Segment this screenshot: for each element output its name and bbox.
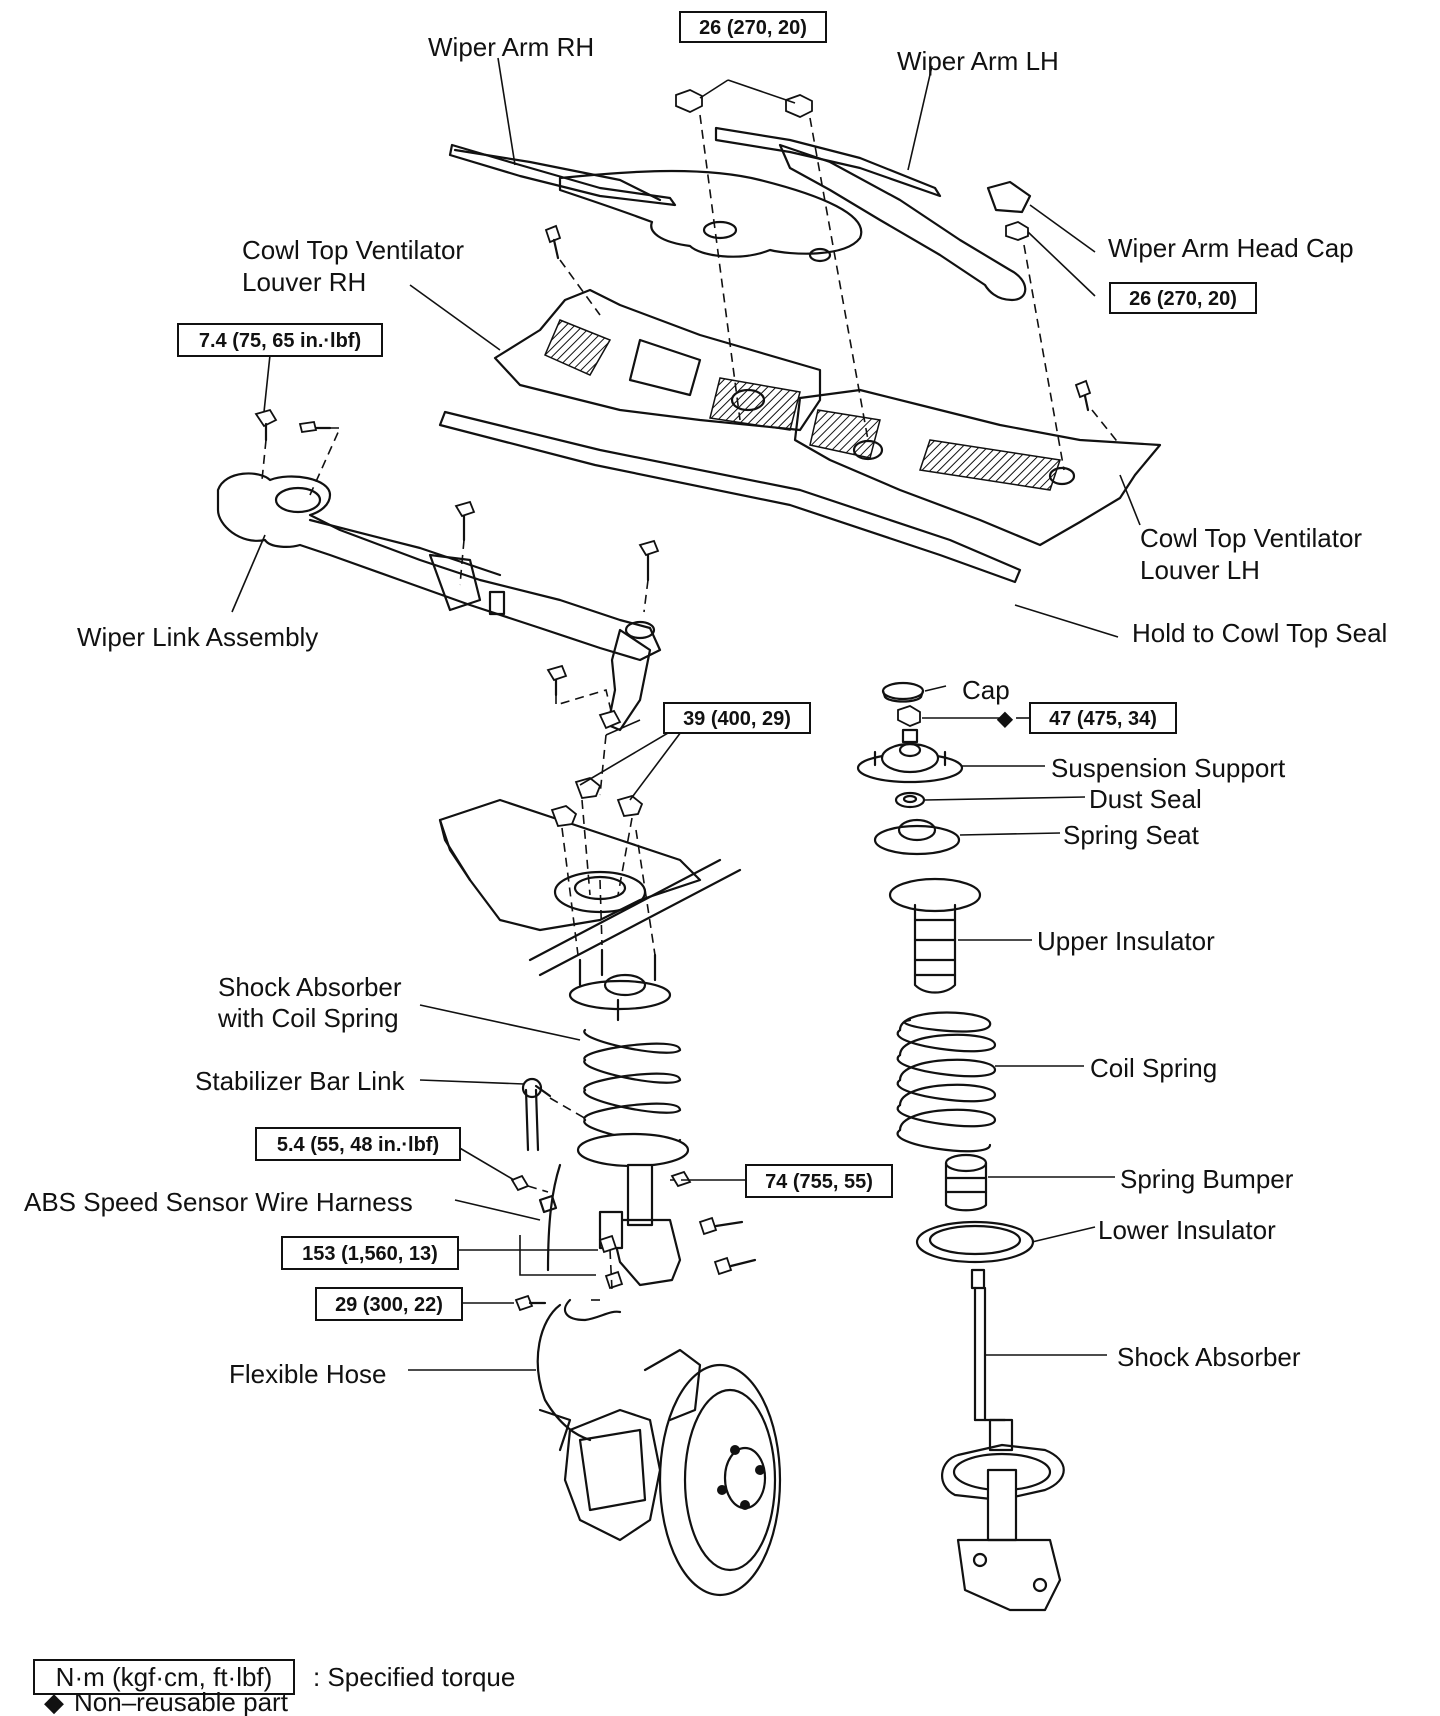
lower-insulator xyxy=(915,1220,1035,1264)
svg-text:39 (400, 29): 39 (400, 29) xyxy=(683,708,791,730)
svg-text:47 (475, 34): 47 (475, 34) xyxy=(1049,708,1157,730)
label-spring-seat: Spring Seat xyxy=(1063,820,1200,850)
legend-nonreusable-text: Non–reusable part xyxy=(74,1687,289,1716)
cowl-top-ventilator-louver-rh xyxy=(493,288,822,432)
cap xyxy=(881,681,925,703)
label-cowl-lh-line1: Cowl Top Ventilator xyxy=(1140,523,1362,553)
spring-seat xyxy=(873,818,961,856)
stabilizer-bar-link xyxy=(521,1077,552,1152)
hold-to-cowl-top-seal xyxy=(438,410,1022,584)
wiper-arm-head-cap xyxy=(986,180,1032,214)
label-hold-to-cowl-top-seal: Hold to Cowl Top Seal xyxy=(1132,618,1387,648)
label-coil-spring: Coil Spring xyxy=(1090,1053,1217,1083)
legend-torque-desc: : Specified torque xyxy=(313,1662,515,1692)
steering-knuckle-brake-assembly xyxy=(538,1348,782,1597)
legend: N·m (kgf·cm, ft·lbf) : Specified torque … xyxy=(33,1659,515,1716)
label-flexible-hose: Flexible Hose xyxy=(229,1359,387,1389)
fasteners xyxy=(254,89,1092,1312)
label-shock-coil-line2: with Coil Spring xyxy=(217,1003,399,1033)
torque-wiper-link-bolt: 7.4 (75, 65 in.·lbf) xyxy=(177,323,383,357)
install-dashed-lines xyxy=(261,114,1121,1301)
label-spring-bumper: Spring Bumper xyxy=(1120,1164,1294,1194)
torque-knuckle-bolts: 153 (1,560, 13) xyxy=(281,1236,459,1270)
svg-text:153 (1,560, 13): 153 (1,560, 13) xyxy=(302,1243,438,1265)
torque-stabilizer-link-nut: 74 (755, 55) xyxy=(745,1164,893,1198)
label-lower-insulator: Lower Insulator xyxy=(1098,1215,1276,1245)
label-wiper-link-assembly: Wiper Link Assembly xyxy=(77,622,318,652)
legend-torque-box xyxy=(33,1659,295,1695)
wiper-link-assembly xyxy=(216,472,662,732)
coil-spring xyxy=(896,1011,997,1153)
label-suspension-support: Suspension Support xyxy=(1051,753,1286,783)
label-cowl-lh-line2: Louver LH xyxy=(1140,555,1260,585)
label-stabilizer-bar-link: Stabilizer Bar Link xyxy=(195,1066,406,1096)
label-wiper-arm-lh: Wiper Arm LH xyxy=(897,46,1059,76)
svg-text:26 (270, 20): 26 (270, 20) xyxy=(699,17,807,39)
wiper-arm-rh xyxy=(448,143,863,263)
torque-hose-bolt: 29 (300, 22) xyxy=(315,1287,463,1321)
cowl-top-ventilator-louver-lh xyxy=(793,388,1162,547)
label-wiper-arm-head-cap: Wiper Arm Head Cap xyxy=(1108,233,1354,263)
label-cap: Cap xyxy=(962,675,1010,705)
shock-absorber xyxy=(941,1268,1065,1612)
label-wiper-arm-rh: Wiper Arm RH xyxy=(428,32,594,62)
torque-harness-bolt: 5.4 (55, 48 in.·lbf) xyxy=(255,1127,461,1161)
label-shock-absorber: Shock Absorber xyxy=(1117,1342,1301,1372)
label-shock-coil-line1: Shock Absorber xyxy=(218,972,402,1002)
svg-text:74 (755, 55): 74 (755, 55) xyxy=(765,1171,873,1193)
label-cowl-rh-line2: Louver RH xyxy=(242,267,366,297)
dust-seal xyxy=(894,791,926,809)
torque-wiper-arm-lh: 26 (270, 20) xyxy=(1109,282,1257,314)
shock-absorber-with-coil-spring xyxy=(568,973,690,1287)
svg-text:26 (270, 20): 26 (270, 20) xyxy=(1129,288,1237,310)
label-abs-harness: ABS Speed Sensor Wire Harness xyxy=(24,1187,413,1217)
torque-support-center-nut: ◆ 47 (475, 34) xyxy=(996,702,1177,734)
svg-text:◆: ◆ xyxy=(996,708,1013,730)
spring-bumper xyxy=(944,1153,988,1212)
svg-text:5.4 (55, 48 in.·lbf): 5.4 (55, 48 in.·lbf) xyxy=(277,1134,439,1156)
suspension-support xyxy=(856,728,964,784)
svg-text:29 (300, 22): 29 (300, 22) xyxy=(335,1294,443,1316)
label-upper-insulator: Upper Insulator xyxy=(1037,926,1215,956)
strut-tower-panel xyxy=(438,798,742,977)
label-dust-seal: Dust Seal xyxy=(1089,784,1202,814)
wiper-arm-lh xyxy=(714,126,1027,302)
label-cowl-rh-line1: Cowl Top Ventilator xyxy=(242,235,464,265)
abs-speed-sensor-wire-harness xyxy=(538,1163,562,1272)
legend-nonreusable-symbol: ◆ xyxy=(44,1687,64,1716)
torque-support-nuts: 39 (400, 29) xyxy=(663,702,811,734)
legend-torque-box-text: N·m (kgf·cm, ft·lbf) xyxy=(56,1662,273,1692)
svg-text:7.4 (75, 65 in.·lbf): 7.4 (75, 65 in.·lbf) xyxy=(199,330,361,352)
torque-wiper-arm-rh: 26 (270, 20) xyxy=(679,11,827,43)
upper-insulator xyxy=(888,877,982,994)
flexible-hose xyxy=(536,1298,622,1442)
